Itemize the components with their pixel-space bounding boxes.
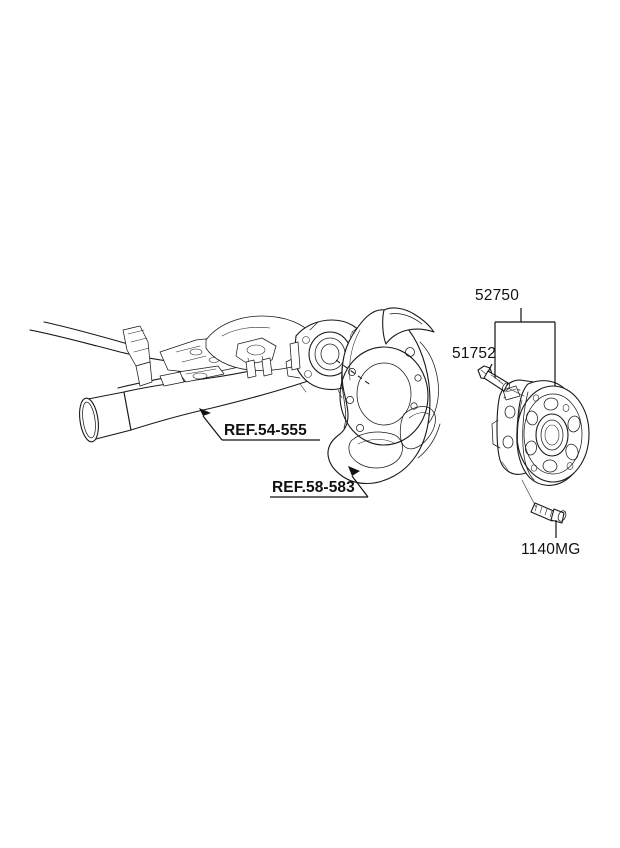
assembly-alignment-line [335,359,373,387]
leader-52750 [494,308,556,386]
wheel-hub-bearing-assembly [491,379,590,486]
hub-bolt-cap-part [477,365,525,397]
part-number-1140mg: 1140MG [521,541,581,558]
part-number-52750: 52750 [475,287,519,304]
leader-ref-54-555 [199,408,320,441]
brake-backing-plate [327,307,441,485]
leader-ref-58-583 [270,466,369,498]
reference-label-54-555: REF.54-555 [224,422,307,439]
rear-torsion-beam-axle [29,315,370,443]
reference-label-58-583: REF.58-583 [272,479,355,496]
hub-flange-bolt-part [521,479,567,524]
part-number-51752: 51752 [452,345,496,362]
leader-51752 [487,363,493,373]
